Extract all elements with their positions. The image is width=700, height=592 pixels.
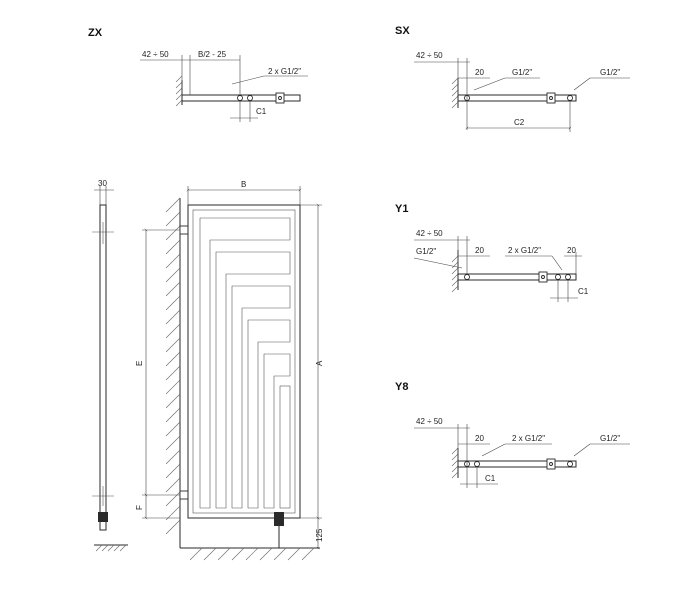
sx-c2-label: C2	[514, 118, 525, 127]
y8-leader-right	[573, 443, 591, 457]
sx-title: SX	[395, 25, 410, 37]
zx-title: ZX	[88, 27, 103, 39]
y8-connections-label: 2 x G1/2"	[512, 434, 545, 443]
y8-view: Y8 42 ÷ 50 20 2 x G1/2" G1/2" C1	[395, 381, 630, 488]
front-wall-hatch	[165, 197, 181, 535]
zx-wall-hatch	[175, 75, 183, 107]
front-tube-5	[263, 353, 291, 509]
y1-c1-label: C1	[578, 287, 589, 296]
sx-leader-left	[473, 77, 506, 91]
y8-radiator-bar	[457, 460, 577, 468]
sx-dim-20-label: 20	[475, 68, 484, 77]
y1-conn-left-label: G1/2"	[416, 247, 436, 256]
side-valve	[98, 512, 108, 522]
sx-dim-wall-label: 42 ÷ 50	[416, 51, 443, 60]
front-floor-hatch	[189, 547, 315, 561]
front-tube-6	[279, 385, 291, 509]
front-tube-1	[199, 217, 291, 509]
y1-dim-wall-label: 42 ÷ 50	[416, 229, 443, 238]
side-radiator-profile	[99, 204, 107, 531]
y1-connection-mid	[555, 274, 561, 280]
zx-dim-wall-label: 42 ÷ 50	[142, 50, 169, 59]
front-dim-125-label: 125	[315, 528, 324, 542]
front-valve	[274, 512, 284, 526]
front-radiator-frame	[187, 204, 301, 519]
front-dim-b-label: B	[241, 180, 246, 189]
y1-connections-label: 2 x G1/2"	[508, 246, 541, 255]
y1-leader-left	[413, 257, 463, 269]
y8-title: Y8	[395, 381, 408, 393]
front-dim-a-label: A	[315, 360, 324, 366]
y8-wall-hatch	[451, 447, 459, 479]
sx-leader-right	[573, 77, 591, 91]
side-view: 30	[92, 179, 128, 552]
zx-dim-half-label: B/2 - 25	[198, 50, 227, 59]
zx-view: ZX 42 ÷ 50 B/2 - 25 2 x G1/2" C1	[88, 27, 308, 122]
sx-connection-right	[567, 95, 573, 101]
y1-dim-20-right-label: 20	[567, 246, 576, 255]
side-floor-hatch	[95, 544, 127, 552]
y1-dim-20-left-label: 20	[475, 246, 484, 255]
y8-dim-20-label: 20	[475, 434, 484, 443]
sx-conn-left-label: G1/2"	[512, 68, 532, 77]
side-dim-30-label: 30	[98, 179, 107, 188]
zx-connection-2	[247, 95, 253, 101]
y1-connection-right	[565, 274, 571, 280]
y8-dim-wall-label: 42 ÷ 50	[416, 417, 443, 426]
y1-radiator-bar	[457, 273, 577, 281]
y1-leader-mid	[551, 255, 563, 271]
front-bracket-top	[179, 225, 189, 235]
y8-c1-label: C1	[485, 474, 496, 483]
y8-connection-right	[567, 461, 573, 467]
sx-view: SX 42 ÷ 50 20 G1/2" G1/2" C2	[395, 25, 630, 132]
front-tube-2	[215, 251, 291, 509]
y1-wall-hatch	[451, 255, 459, 293]
front-radiator-inner	[192, 209, 296, 514]
zx-valve-dot	[278, 96, 282, 100]
sx-conn-right-label: G1/2"	[600, 68, 620, 77]
sx-valve-dot	[549, 96, 553, 100]
y8-valve-dot	[549, 462, 553, 466]
y8-connection-2	[474, 461, 480, 467]
front-tube-3	[231, 285, 291, 509]
y8-conn-right-label: G1/2"	[600, 434, 620, 443]
front-view: B A 125 E F	[135, 180, 324, 561]
y1-valve-dot	[541, 275, 545, 279]
zx-c1-label: C1	[256, 107, 267, 116]
y8-leader-mid	[481, 443, 506, 457]
y1-title: Y1	[395, 203, 408, 215]
y1-view: Y1 42 ÷ 50 G1/2" 20 2 x G1/2" 20	[395, 203, 589, 302]
front-tube-4	[247, 319, 291, 509]
front-dim-f-label: F	[135, 505, 144, 510]
zx-connection-1	[237, 95, 243, 101]
y1-connection-left	[464, 274, 470, 280]
zx-leader	[231, 75, 265, 85]
sx-radiator-bar	[457, 94, 577, 102]
front-dim-e-label: E	[135, 361, 144, 366]
zx-connections-label: 2 x G1/2"	[268, 67, 301, 76]
sx-wall-hatch	[451, 77, 459, 109]
front-bracket-bottom	[179, 490, 189, 500]
